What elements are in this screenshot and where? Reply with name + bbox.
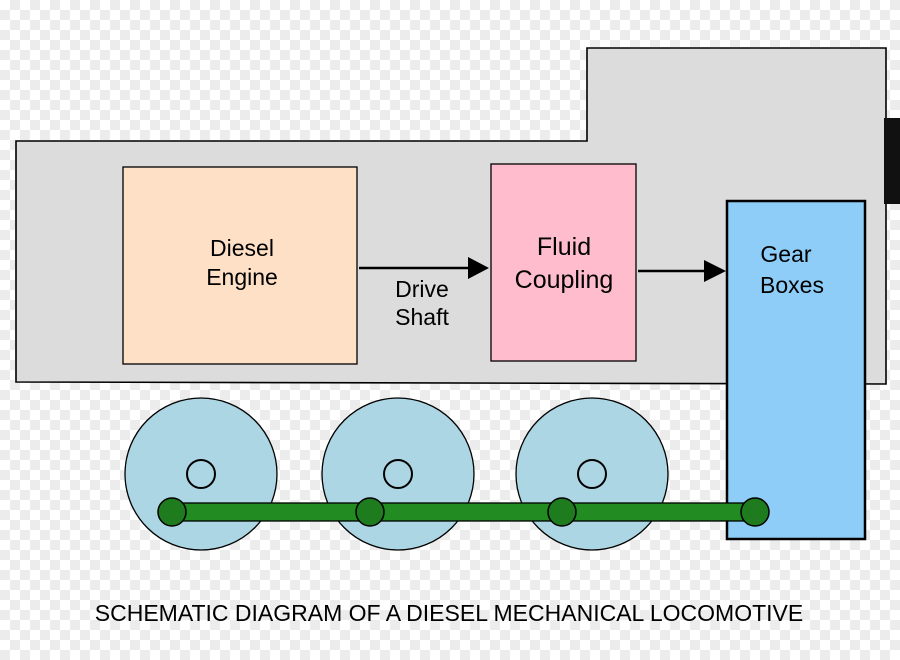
gear-boxes-label-line1: Gear xyxy=(760,241,811,267)
gear-boxes-block: Gear Boxes xyxy=(725,199,867,541)
rod-pin-1 xyxy=(157,497,187,527)
rod-segment-1 xyxy=(171,502,372,522)
diesel-engine-block: Diesel Engine xyxy=(122,166,358,365)
diesel-engine-box xyxy=(122,166,358,365)
wheel-1 xyxy=(124,397,278,551)
coupling-rod xyxy=(157,497,770,527)
fluid-coupling-box xyxy=(490,163,637,362)
drive-shaft-label-line2: Shaft xyxy=(395,304,449,330)
wheel-2 xyxy=(321,397,475,551)
axle-hub-2 xyxy=(383,459,413,489)
diagram-title: SCHEMATIC DIAGRAM OF A DIESEL MECHANICAL… xyxy=(95,600,803,626)
fluid-coupling-block: Fluid Coupling xyxy=(490,163,637,362)
drive-shaft-arrow xyxy=(359,257,489,279)
rod-pin-3 xyxy=(547,497,577,527)
rod-pin-4 xyxy=(740,497,770,527)
arrowhead-2 xyxy=(704,260,726,282)
fluid-coupling-label-line1: Fluid xyxy=(537,233,591,261)
diesel-engine-label-line2: Engine xyxy=(206,264,278,290)
rod-pin-2 xyxy=(355,497,385,527)
rod-segment-3 xyxy=(561,502,756,522)
coupling-to-gearbox-arrow xyxy=(638,260,726,282)
axle-hub-3 xyxy=(577,459,607,489)
buffer-block xyxy=(884,118,900,204)
gear-boxes-label-line2: Boxes xyxy=(760,272,824,298)
gear-boxes-box xyxy=(725,199,867,541)
wheel-3 xyxy=(515,397,669,551)
arrowhead-1 xyxy=(468,257,489,279)
fluid-coupling-label-line2: Coupling xyxy=(515,266,614,294)
axle-hub-1 xyxy=(186,459,216,489)
rod-segment-2 xyxy=(369,502,564,522)
drive-shaft-label-line1: Drive xyxy=(395,276,449,302)
diesel-engine-label-line1: Diesel xyxy=(210,235,274,261)
